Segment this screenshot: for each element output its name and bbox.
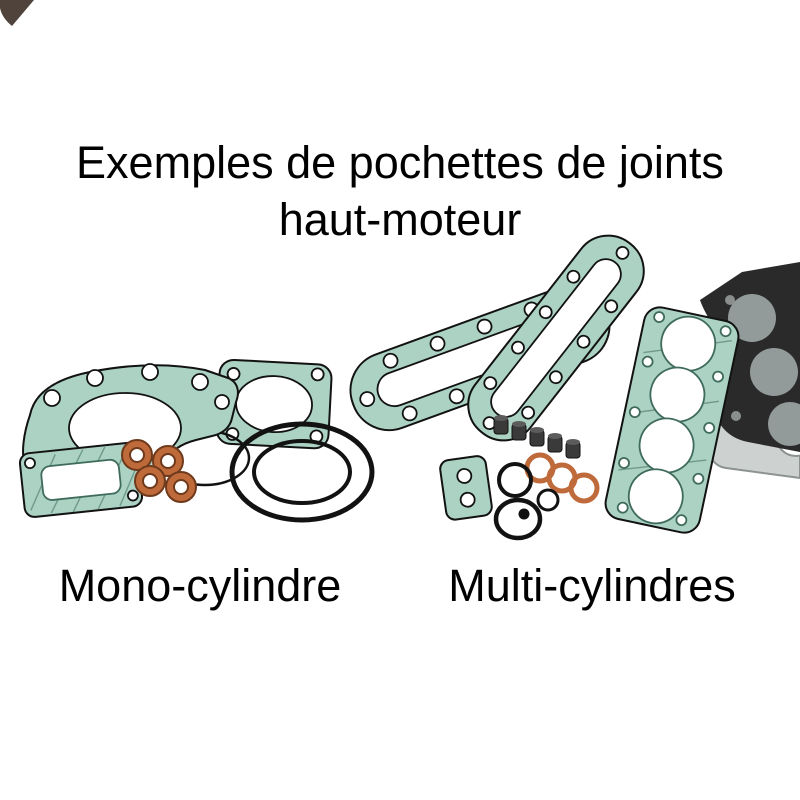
bolt-hole	[476, 318, 493, 335]
corner-mark	[0, 0, 34, 26]
bolt-hole	[456, 468, 473, 484]
bolt-hole	[641, 355, 654, 368]
bolt-hole	[310, 367, 325, 382]
bolt-hole	[24, 457, 36, 470]
cover-gasket	[215, 358, 333, 450]
hatched-gasket-opening	[40, 458, 122, 501]
bolt-hole	[448, 388, 465, 405]
bolt-hole	[712, 370, 724, 383]
copper-washer	[152, 445, 184, 477]
valve-cover-gasket-2	[467, 234, 645, 442]
copper-ring	[568, 472, 600, 504]
copper-washer	[121, 439, 153, 471]
bolt-hole	[576, 334, 591, 349]
bore-opening	[627, 468, 684, 525]
label-multi-cylindres: Multi-cylindres	[448, 560, 736, 611]
bolt-hole	[401, 405, 418, 422]
bolt-hole	[521, 405, 536, 420]
bolt-hole	[359, 391, 376, 407]
valve-stem-seal	[511, 421, 527, 441]
copper-washer	[165, 471, 197, 503]
o-ring	[536, 488, 560, 512]
bolt-hole	[703, 422, 716, 434]
page-title: Exemples de pochettes de joints haut-mot…	[0, 134, 800, 248]
bolt-hole	[615, 245, 630, 260]
bolt-hole	[538, 305, 553, 320]
bolt-hole	[675, 514, 688, 527]
bolt-hole	[43, 389, 61, 407]
valve-stem-seal	[493, 415, 509, 435]
bolt-hole	[692, 472, 705, 485]
bolt-hole	[86, 369, 104, 387]
large-o-ring	[229, 421, 375, 523]
bolt-hole	[616, 501, 629, 514]
bolt-hole	[511, 340, 525, 355]
title-line-2: haut-moteur	[278, 194, 522, 245]
bolt-hole	[725, 295, 735, 305]
bolt-hole	[483, 376, 498, 391]
bolt-hole	[548, 370, 563, 385]
bolt-hole	[604, 299, 619, 314]
bolt-hole	[191, 373, 209, 391]
multi-cylinder-gasket-set	[349, 234, 800, 541]
bore-opening	[750, 348, 798, 396]
title-line-1: Exemples de pochettes de joints	[76, 137, 724, 188]
bolt-hole	[141, 363, 159, 381]
bolt-hole	[214, 394, 230, 410]
valve-stem-seal	[565, 439, 581, 459]
bolt-hole	[382, 352, 399, 369]
valve-stem-seals	[493, 415, 581, 459]
valve-stem-seal	[529, 427, 545, 447]
four-cylinder-head-gasket	[604, 306, 740, 534]
copper-rings	[524, 452, 600, 504]
valve-stem-seal	[547, 433, 563, 453]
bore-opening	[728, 294, 776, 342]
bolt-hole	[127, 489, 139, 502]
bolt-hole	[719, 325, 732, 338]
copper-washer	[134, 465, 166, 497]
seal-dot	[518, 508, 530, 520]
bolt-hole	[566, 269, 581, 284]
bolt-hole	[618, 457, 630, 469]
valve-cover-gasket-opening	[490, 258, 622, 418]
hatched-base-gasket	[18, 441, 144, 518]
bolt-hole	[731, 411, 741, 421]
label-mono-cylindre: Mono-cylindre	[58, 560, 342, 611]
mono-cylinder-gasket-set	[18, 358, 375, 523]
bolt-hole	[653, 311, 666, 323]
bolt-hole	[628, 406, 641, 418]
bolt-hole	[429, 335, 446, 352]
seal-with-dot	[493, 497, 543, 541]
o-ring	[497, 462, 533, 498]
copper-washers	[121, 439, 197, 503]
bolt-hole	[459, 491, 476, 508]
small-gasket-plate	[439, 455, 493, 521]
bore-opening	[768, 402, 800, 446]
